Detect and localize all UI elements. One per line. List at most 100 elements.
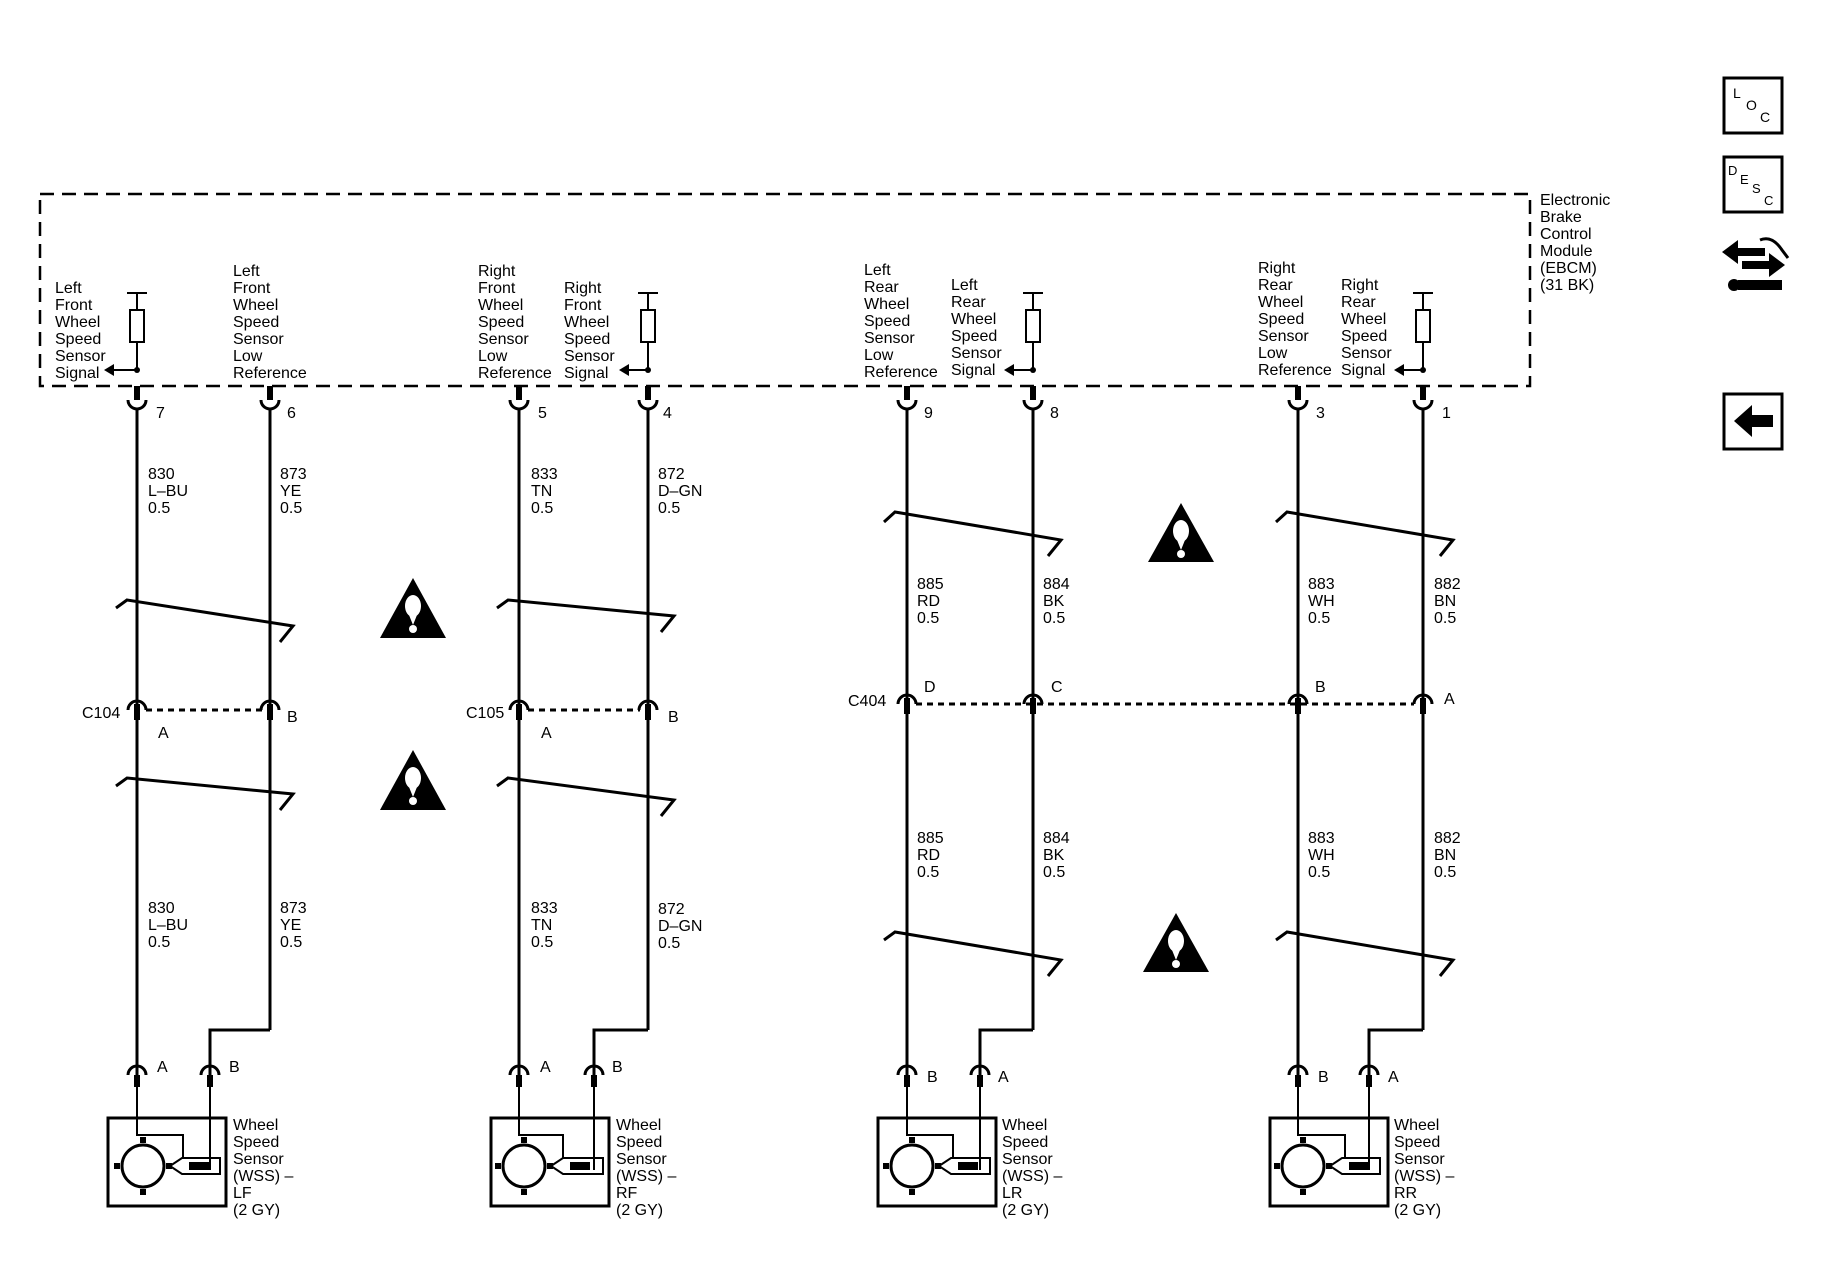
break-rr-lower bbox=[1275, 930, 1456, 977]
module-pins: 7 6 5 4 9 8 3 bbox=[126, 386, 1451, 422]
pickup-coil-icon bbox=[549, 1157, 604, 1175]
sensor-label-rr: Wheel Speed Sensor (WSS) – RR (2 GY) bbox=[1394, 1117, 1459, 1219]
nav-panel: L O C D E S C bbox=[1722, 76, 1790, 451]
wire-884-jog bbox=[978, 1028, 1033, 1080]
sensor-label-rf: Wheel Speed Sensor (WSS) – RF (2 GY) bbox=[616, 1117, 681, 1219]
svg-text:C: C bbox=[1760, 109, 1770, 125]
sensor-pin-lf-a: A bbox=[126, 1059, 168, 1087]
svg-text:L: L bbox=[1733, 85, 1741, 101]
caution-icon[interactable] bbox=[380, 578, 446, 638]
break-lf-upper bbox=[115, 598, 296, 643]
svg-text:O: O bbox=[1746, 97, 1757, 113]
svg-text:B: B bbox=[668, 709, 679, 726]
svg-text:A: A bbox=[541, 725, 552, 742]
svg-text:9: 9 bbox=[924, 405, 933, 422]
internal-resistors bbox=[104, 292, 1433, 376]
svg-text:5: 5 bbox=[538, 405, 547, 422]
svg-text:B: B bbox=[1318, 1069, 1329, 1086]
sensor-connector-pins: A B A B B A B bbox=[126, 1059, 1399, 1087]
wire-labels-lower: 830 L–BU 0.5 873 YE 0.5 833 TN 0.5 872 D… bbox=[148, 830, 1465, 952]
break-lr-lower bbox=[883, 930, 1064, 977]
caution-icon[interactable] bbox=[1143, 913, 1209, 972]
connector-c105: C105 A B bbox=[466, 699, 679, 742]
desc-button[interactable]: D E S C bbox=[1722, 155, 1784, 214]
svg-text:B: B bbox=[612, 1059, 623, 1076]
wire-label-873-upper: 873 YE 0.5 bbox=[280, 466, 311, 517]
pin-7: 7 bbox=[126, 386, 165, 422]
inline-connectors: C104 A B C105 A B C404 D C B bbox=[82, 679, 1455, 742]
pickup-coil-icon bbox=[937, 1157, 991, 1175]
rr-signal-resistor bbox=[1394, 292, 1433, 376]
svg-text:D: D bbox=[1728, 163, 1737, 178]
caution-icon[interactable] bbox=[1148, 503, 1214, 562]
svg-text:S: S bbox=[1752, 181, 1761, 196]
connector-label-c404: C404 bbox=[848, 693, 886, 710]
wire-873-jog bbox=[208, 1028, 270, 1080]
wire-label-830-lower: 830 L–BU 0.5 bbox=[148, 900, 192, 951]
loc-button[interactable]: L O C bbox=[1722, 76, 1784, 135]
pin-8: 8 bbox=[1022, 386, 1059, 422]
svg-text:4: 4 bbox=[663, 405, 672, 422]
break-rf-upper bbox=[496, 598, 677, 633]
svg-text:A: A bbox=[540, 1059, 551, 1076]
wire-label-884-upper: 884 BK 0.5 bbox=[1043, 576, 1074, 627]
tone-wheel-icon bbox=[501, 1143, 547, 1189]
wire-label-833-lower: 833 TN 0.5 bbox=[531, 900, 562, 951]
rf-signal-resistor bbox=[619, 292, 658, 376]
circuit-label-rr-signal: Right Rear Wheel Speed Sensor Signal bbox=[1341, 277, 1396, 379]
caution-icon[interactable] bbox=[380, 750, 446, 810]
sensor-pin-lf-b: B bbox=[199, 1059, 240, 1087]
wire-882-jog bbox=[1367, 1028, 1423, 1080]
sensor-pin-lr-b: B bbox=[896, 1064, 938, 1087]
sensor-rf: Wheel Speed Sensor (WSS) – RF (2 GY) bbox=[489, 1087, 681, 1219]
svg-text:A: A bbox=[998, 1069, 1009, 1086]
tone-wheel-icon bbox=[1280, 1143, 1326, 1189]
break-lf-lower bbox=[115, 776, 296, 811]
wheel-speed-sensors: Wheel Speed Sensor (WSS) – LF (2 GY) Whe… bbox=[106, 1087, 1459, 1219]
connector-label-c104: C104 bbox=[82, 705, 120, 722]
svg-text:A: A bbox=[1388, 1069, 1399, 1086]
circuit-label-lf-low-ref: Left Front Wheel Speed Sensor Low Refere… bbox=[233, 263, 307, 382]
pickup-coil-icon bbox=[1328, 1157, 1381, 1175]
wire-label-885-upper: 885 RD 0.5 bbox=[917, 576, 948, 627]
pickup-coil-icon bbox=[168, 1157, 221, 1175]
pin-3: 3 bbox=[1287, 386, 1325, 422]
circuit-label-lr-signal: Left Rear Wheel Speed Sensor Signal bbox=[951, 277, 1006, 379]
module-circuit-labels: Left Front Wheel Speed Sensor Signal Lef… bbox=[55, 260, 1396, 382]
wires bbox=[135, 410, 1425, 1080]
tone-wheel-icon bbox=[120, 1143, 166, 1189]
circuit-label-lr-low-ref: Left Rear Wheel Speed Sensor Low Referen… bbox=[864, 262, 938, 381]
wire-label-872-upper: 872 D–GN 0.5 bbox=[658, 466, 707, 517]
svg-text:8: 8 bbox=[1050, 405, 1059, 422]
wire-label-872-lower: 872 D–GN 0.5 bbox=[658, 901, 707, 952]
break-lr-upper bbox=[882, 510, 1064, 557]
wire-labels-upper: 830 L–BU 0.5 873 YE 0.5 833 TN 0.5 872 D… bbox=[148, 466, 1465, 627]
sensor-pin-rf-a: A bbox=[508, 1059, 551, 1087]
svg-text:E: E bbox=[1740, 172, 1749, 187]
wire-label-882-lower: 882 BN 0.5 bbox=[1434, 830, 1465, 881]
wire-label-873-lower: 873 YE 0.5 bbox=[280, 900, 311, 951]
pin-9: 9 bbox=[896, 386, 933, 422]
svg-text:C: C bbox=[1051, 679, 1063, 696]
wire-label-830-upper: 830 L–BU 0.5 bbox=[148, 466, 192, 517]
sensor-rr: Wheel Speed Sensor (WSS) – RR (2 GY) bbox=[1268, 1087, 1459, 1219]
pin-1: 1 bbox=[1412, 386, 1451, 422]
wire-break-symbols bbox=[115, 510, 1456, 977]
svg-text:B: B bbox=[287, 709, 298, 726]
svg-text:C: C bbox=[1764, 193, 1773, 208]
module-name: Electronic Brake Control Module (EBCM) (… bbox=[1540, 192, 1615, 294]
caution-icons bbox=[380, 503, 1214, 972]
wire-label-833-upper: 833 TN 0.5 bbox=[531, 466, 562, 517]
svg-text:D: D bbox=[924, 679, 936, 696]
sensor-label-lf: Wheel Speed Sensor (WSS) – LF (2 GY) bbox=[233, 1117, 298, 1219]
ebcm-module: Electronic Brake Control Module (EBCM) (… bbox=[38, 192, 1615, 388]
connector-exchange-icon[interactable] bbox=[1722, 237, 1790, 291]
svg-text:1: 1 bbox=[1442, 405, 1451, 422]
pin-4: 4 bbox=[637, 386, 672, 422]
sensor-label-lr: Wheel Speed Sensor (WSS) – LR (2 GY) bbox=[1002, 1117, 1067, 1219]
wire-label-882-upper: 882 BN 0.5 bbox=[1434, 576, 1465, 627]
back-button[interactable] bbox=[1722, 392, 1784, 451]
sensor-pin-rr-b: B bbox=[1287, 1064, 1329, 1087]
lf-signal-resistor bbox=[104, 292, 147, 376]
